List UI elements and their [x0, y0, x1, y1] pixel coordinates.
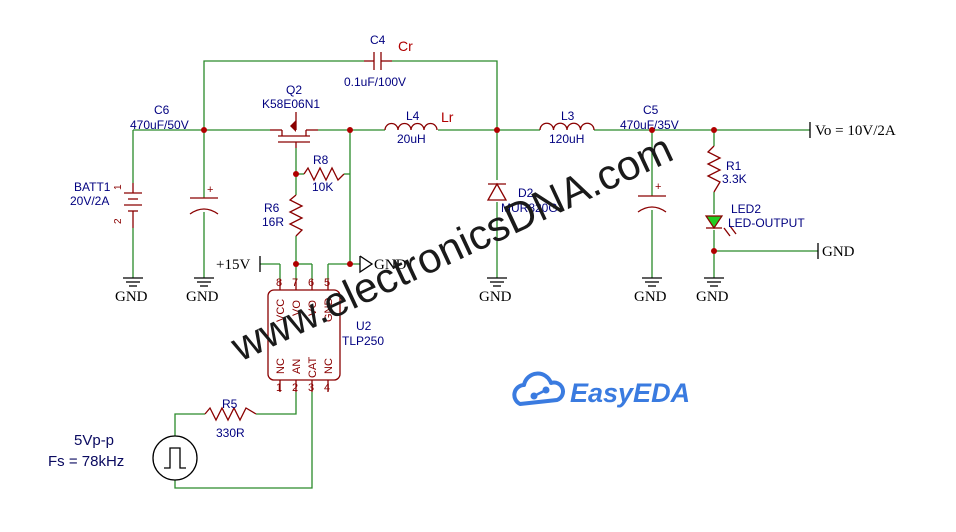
- inductor-l3[interactable]: [539, 122, 595, 131]
- u2-pin8-num: 8: [276, 277, 282, 289]
- capacitor-c6[interactable]: +: [189, 184, 219, 215]
- inductor-l4[interactable]: [384, 122, 438, 131]
- u2-value: TLP250: [342, 334, 384, 348]
- source-frequency: Fs = 78kHz: [48, 453, 124, 470]
- c6-ref: C6: [154, 103, 170, 117]
- svg-text:2: 2: [113, 218, 124, 224]
- d2-ref: D2: [518, 186, 534, 200]
- q2-ref: Q2: [286, 83, 302, 97]
- source-amplitude: 5Vp-p: [74, 432, 114, 449]
- pulse-source[interactable]: [152, 435, 198, 481]
- batt1-value: 20V/2A: [70, 194, 109, 208]
- d2-value: MUR820G: [501, 201, 558, 215]
- u2-pin7-name: VO: [291, 300, 303, 316]
- resistor-r1[interactable]: [706, 145, 722, 193]
- u2-pin2-name: AN: [291, 359, 303, 374]
- capacitor-c4[interactable]: [364, 52, 392, 70]
- c6-value: 470uF/50V: [130, 118, 189, 132]
- u2-pin4-name: NC: [323, 358, 335, 374]
- c5-value: 470uF/35V: [620, 118, 679, 132]
- vcc15-label: +15V: [216, 257, 250, 273]
- svg-text:1: 1: [113, 184, 124, 190]
- c4-value: 0.1uF/100V: [344, 75, 406, 89]
- ground-symbols: [123, 122, 819, 287]
- capacitor-c5[interactable]: +: [637, 181, 667, 213]
- gnd-label-c5: GND: [634, 289, 667, 305]
- l4-value: 20uH: [397, 132, 426, 146]
- c5-ref: C5: [643, 103, 659, 117]
- u2-pin8-name: VCC: [275, 299, 287, 322]
- wires: [132, 60, 818, 489]
- easyeda-logo: EasyEDA: [512, 371, 690, 408]
- r1-value: 3.3K: [722, 172, 747, 186]
- l4-tag: Lr: [441, 109, 454, 125]
- u2-pin3-num: 3: [308, 382, 314, 394]
- r5-ref: R5: [222, 397, 238, 411]
- u2-pin6-num: 6: [308, 277, 314, 289]
- gnd-label-d2: GND: [479, 289, 512, 305]
- junctions: [201, 127, 717, 267]
- r1-ref: R1: [726, 159, 742, 173]
- resistor-r8[interactable]: [303, 166, 345, 182]
- svg-text:+: +: [207, 184, 213, 196]
- u2-pin1-name: NC: [275, 358, 287, 374]
- gnd-label-batt: GND: [115, 289, 148, 305]
- battery-batt1[interactable]: 1 2: [113, 183, 142, 228]
- resistor-r5[interactable]: [204, 406, 257, 422]
- u2-ref: U2: [356, 319, 372, 333]
- u2-pin1-num: 1: [276, 382, 282, 394]
- u2-pin3-name: CAT: [307, 357, 319, 378]
- u2-pin6-name: VO: [307, 300, 319, 316]
- resistor-r6[interactable]: [288, 194, 304, 237]
- diode-d2[interactable]: [486, 182, 508, 201]
- u2-pin5-name: GND: [323, 298, 335, 323]
- c4-tag: Cr: [398, 38, 413, 54]
- c4-ref: C4: [370, 33, 386, 47]
- easyeda-logo-text: EasyEDA: [570, 378, 690, 408]
- svg-text:+: +: [655, 181, 661, 193]
- u2-pin5-num: 5: [324, 277, 330, 289]
- led2-ref: LED2: [731, 202, 761, 216]
- l3-value: 120uH: [549, 132, 584, 146]
- mosfet-q2[interactable]: [270, 112, 318, 148]
- gnd-output-label: GND: [822, 244, 855, 260]
- u2-pin7-num: 7: [292, 277, 298, 289]
- r6-ref: R6: [264, 201, 280, 215]
- batt1-ref: BATT1: [74, 180, 111, 194]
- gnd-label-led: GND: [696, 289, 729, 305]
- led2-value: LED-OUTPUT: [728, 216, 805, 230]
- cloud-icon: [512, 371, 565, 406]
- vo-output-label: Vo = 10V/2A: [815, 123, 896, 139]
- led-led2[interactable]: [704, 215, 737, 237]
- r6-value: 16R: [262, 215, 284, 229]
- gnd-label-c6: GND: [186, 289, 219, 305]
- r8-value: 10K: [312, 180, 333, 194]
- optocoupler-u2[interactable]: [267, 280, 341, 392]
- q2-value: K58E06N1: [262, 97, 320, 111]
- u2-pin2-num: 2: [292, 382, 298, 394]
- watermark-text: www.electronicsDNA.com: [223, 124, 680, 370]
- l3-ref: L3: [561, 109, 575, 123]
- gnd-label-u2: GND: [374, 257, 407, 273]
- r5-value: 330R: [216, 426, 245, 440]
- r8-ref: R8: [313, 153, 329, 167]
- u2-pin4-num: 4: [324, 382, 330, 394]
- l4-ref: L4: [406, 109, 420, 123]
